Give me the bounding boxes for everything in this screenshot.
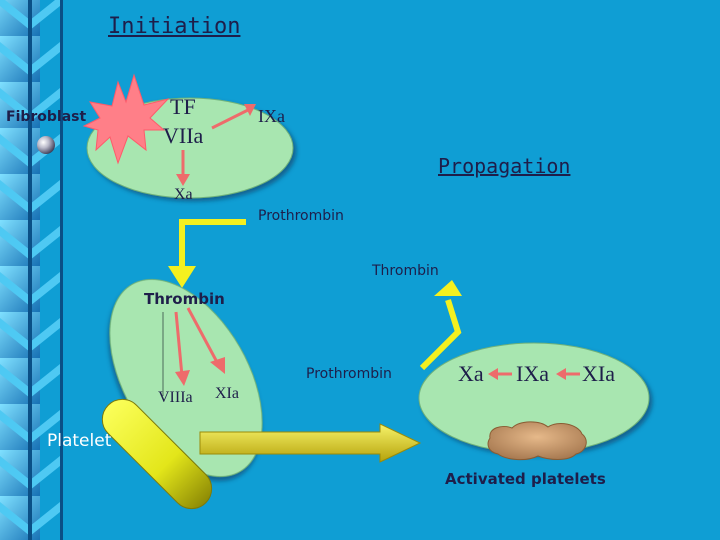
activated-platelets-label: Activated platelets <box>445 470 606 488</box>
viia-to-ixa-arrow <box>211 104 256 130</box>
fibroblast-label: Fibroblast <box>6 109 87 125</box>
ixa-right-label: IXa <box>516 361 549 386</box>
band-divider <box>28 0 32 540</box>
band-stripe <box>0 134 30 168</box>
ixa-top-label: IXa <box>258 106 285 126</box>
band-stripe <box>0 272 30 306</box>
band-stripe <box>30 502 60 536</box>
band-stripe <box>0 42 30 76</box>
xia-left-label: XIa <box>215 385 239 402</box>
band-stripe <box>0 502 30 536</box>
platelet-capsule <box>101 398 213 510</box>
band-stripe <box>0 364 30 398</box>
band-stripe <box>30 0 60 30</box>
xia-to-ixa-arrow <box>556 368 580 380</box>
band-stripe <box>0 318 30 352</box>
thrombin-left-label: Thrombin <box>144 290 225 308</box>
band-divider <box>60 0 63 540</box>
band-stripe <box>0 410 30 444</box>
viia-label: VIIa <box>163 123 204 148</box>
propagation-label: Propagation <box>438 154 571 178</box>
xa-right-label: Xa <box>458 361 484 386</box>
xia-right-label: XIa <box>582 361 615 386</box>
thrombin-to-xia-arrow <box>186 307 225 374</box>
xa-to-thrombin-arrow <box>168 219 246 288</box>
ixa-to-xa-arrow <box>488 368 512 380</box>
band-stripe <box>30 410 60 444</box>
band-stripe <box>30 226 60 260</box>
initiation-title: Initiation <box>108 14 241 39</box>
platelet-to-activated-arrow <box>199 423 422 463</box>
band-stripe <box>0 226 30 260</box>
prothrombin-mid-label: Prothrombin <box>306 366 392 382</box>
platelet-label: Platelet <box>47 431 112 451</box>
band-stripe <box>30 42 60 76</box>
band-stripe <box>0 456 30 490</box>
tf-label: TF <box>170 94 196 119</box>
band-stripe <box>30 88 60 122</box>
band-stripe <box>30 364 60 398</box>
band-stripe <box>30 272 60 306</box>
starburst-icon <box>82 73 170 165</box>
band-stripe <box>30 318 60 352</box>
band-stripe <box>30 456 60 490</box>
xa-to-thrombin-zigzag-arrow <box>419 280 462 371</box>
band-stripe <box>0 88 30 122</box>
viia-to-xa-arrow <box>176 150 190 186</box>
band-stripe <box>30 180 60 214</box>
prothrombin-top-label: Prothrombin <box>258 208 344 224</box>
viiia-label: VIIIa <box>158 389 193 406</box>
band-stripe <box>0 0 30 30</box>
thrombin-right-label: Thrombin <box>372 263 439 279</box>
thrombin-to-viiia-arrow <box>174 311 190 386</box>
band-stripe <box>0 180 30 214</box>
xa-top-label: Xa <box>174 187 193 199</box>
sphere-bullet-icon <box>37 136 55 154</box>
activated-platelets-blob <box>487 421 587 461</box>
left-decorative-band <box>0 0 63 540</box>
